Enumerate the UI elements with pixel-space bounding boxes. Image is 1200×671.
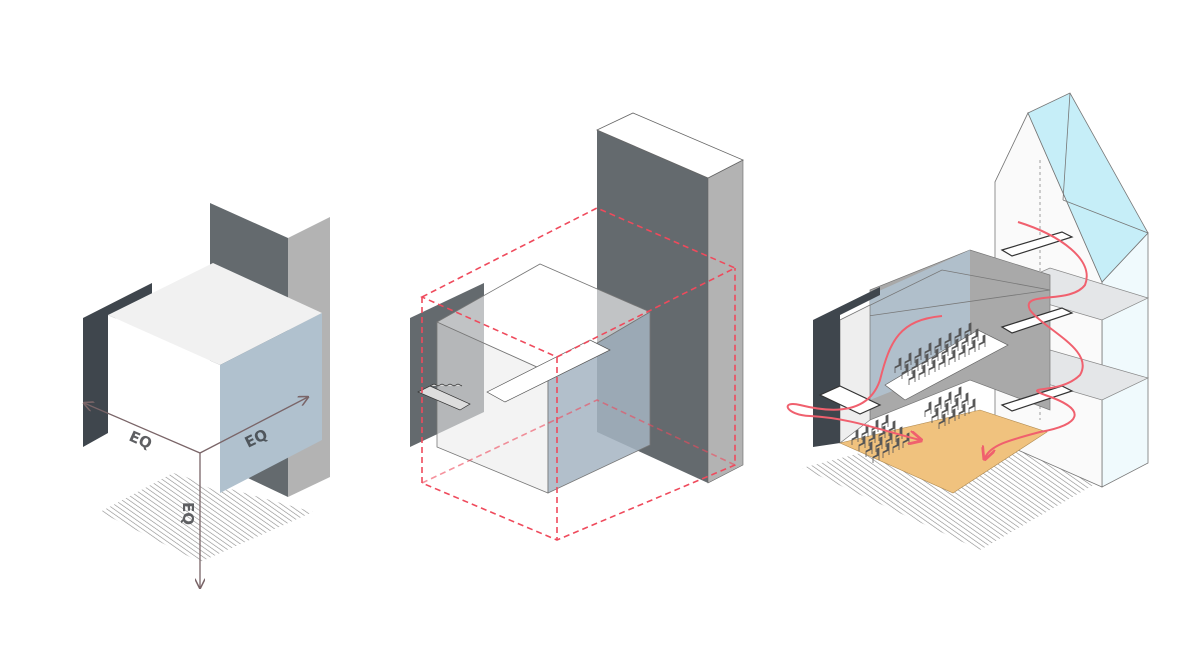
chair-icon <box>954 327 962 343</box>
chair-icon <box>875 436 883 452</box>
chair-icon <box>924 401 932 417</box>
chair-icon <box>948 349 956 365</box>
chair-icon <box>901 363 909 379</box>
chair-icon <box>904 352 912 368</box>
chair-icon <box>948 408 956 424</box>
orange-floor <box>839 409 1048 494</box>
chair-icon <box>851 429 859 445</box>
chair-icon <box>954 386 962 402</box>
chair-icon <box>978 334 986 350</box>
chair-icon <box>918 364 926 380</box>
dimension-arrow-left <box>84 403 201 454</box>
eq-label-vertical: EQ <box>179 502 197 525</box>
hall-outline <box>839 269 1051 321</box>
chairs <box>851 322 986 463</box>
chair-icon <box>958 344 966 360</box>
chair-icon <box>944 391 952 407</box>
chair-icon <box>908 369 916 385</box>
chair-icon <box>944 332 952 348</box>
chair-icon <box>894 357 902 373</box>
chair-icon <box>968 398 976 414</box>
chair-icon <box>882 442 890 458</box>
chair-icon <box>892 437 900 453</box>
massing-cube-diagram: EQ EQ EQ <box>83 203 330 588</box>
chair-icon <box>938 413 946 429</box>
chair-icon <box>885 431 893 447</box>
chair-icon <box>928 359 936 375</box>
dimension-arrow-right <box>199 397 308 454</box>
chair-icon <box>961 333 969 349</box>
envelope-diagram <box>410 112 744 541</box>
chair-icon <box>941 402 949 418</box>
chair-icon <box>951 397 959 413</box>
mezzanine <box>486 339 611 403</box>
chair-icon <box>858 435 866 451</box>
chair-icon <box>934 396 942 412</box>
red-dashed-envelope <box>420 207 737 541</box>
side-panel-dark <box>83 283 152 447</box>
chair-icon <box>958 403 966 419</box>
chair-icon <box>971 328 979 344</box>
chair-icon <box>921 353 929 369</box>
tower-side <box>707 159 744 484</box>
chair-icon <box>961 392 969 408</box>
chair-icon <box>951 338 959 354</box>
chair-icon <box>938 354 946 370</box>
chair-icon <box>872 447 880 463</box>
chair-icon <box>914 347 922 363</box>
chair-icon <box>924 342 932 358</box>
cube-top-face <box>108 263 322 365</box>
chair-icon <box>934 337 942 353</box>
section-diagram <box>786 92 1149 550</box>
chair-icon <box>911 358 919 374</box>
chair-icon <box>888 420 896 436</box>
hatched-ground <box>100 473 313 562</box>
side-panel-dark <box>813 287 880 447</box>
cube-front-face <box>108 315 220 493</box>
chair-icon <box>941 343 949 359</box>
chair-icon <box>964 322 972 338</box>
tower-top <box>596 112 744 179</box>
stair <box>417 383 471 411</box>
chair-icon <box>931 348 939 364</box>
cube-side-face <box>220 313 322 493</box>
chair-icon <box>865 441 873 457</box>
chair-icon <box>968 339 976 355</box>
chair-icon <box>931 407 939 423</box>
chair-icon <box>868 430 876 446</box>
circulation-flow <box>786 221 1088 458</box>
